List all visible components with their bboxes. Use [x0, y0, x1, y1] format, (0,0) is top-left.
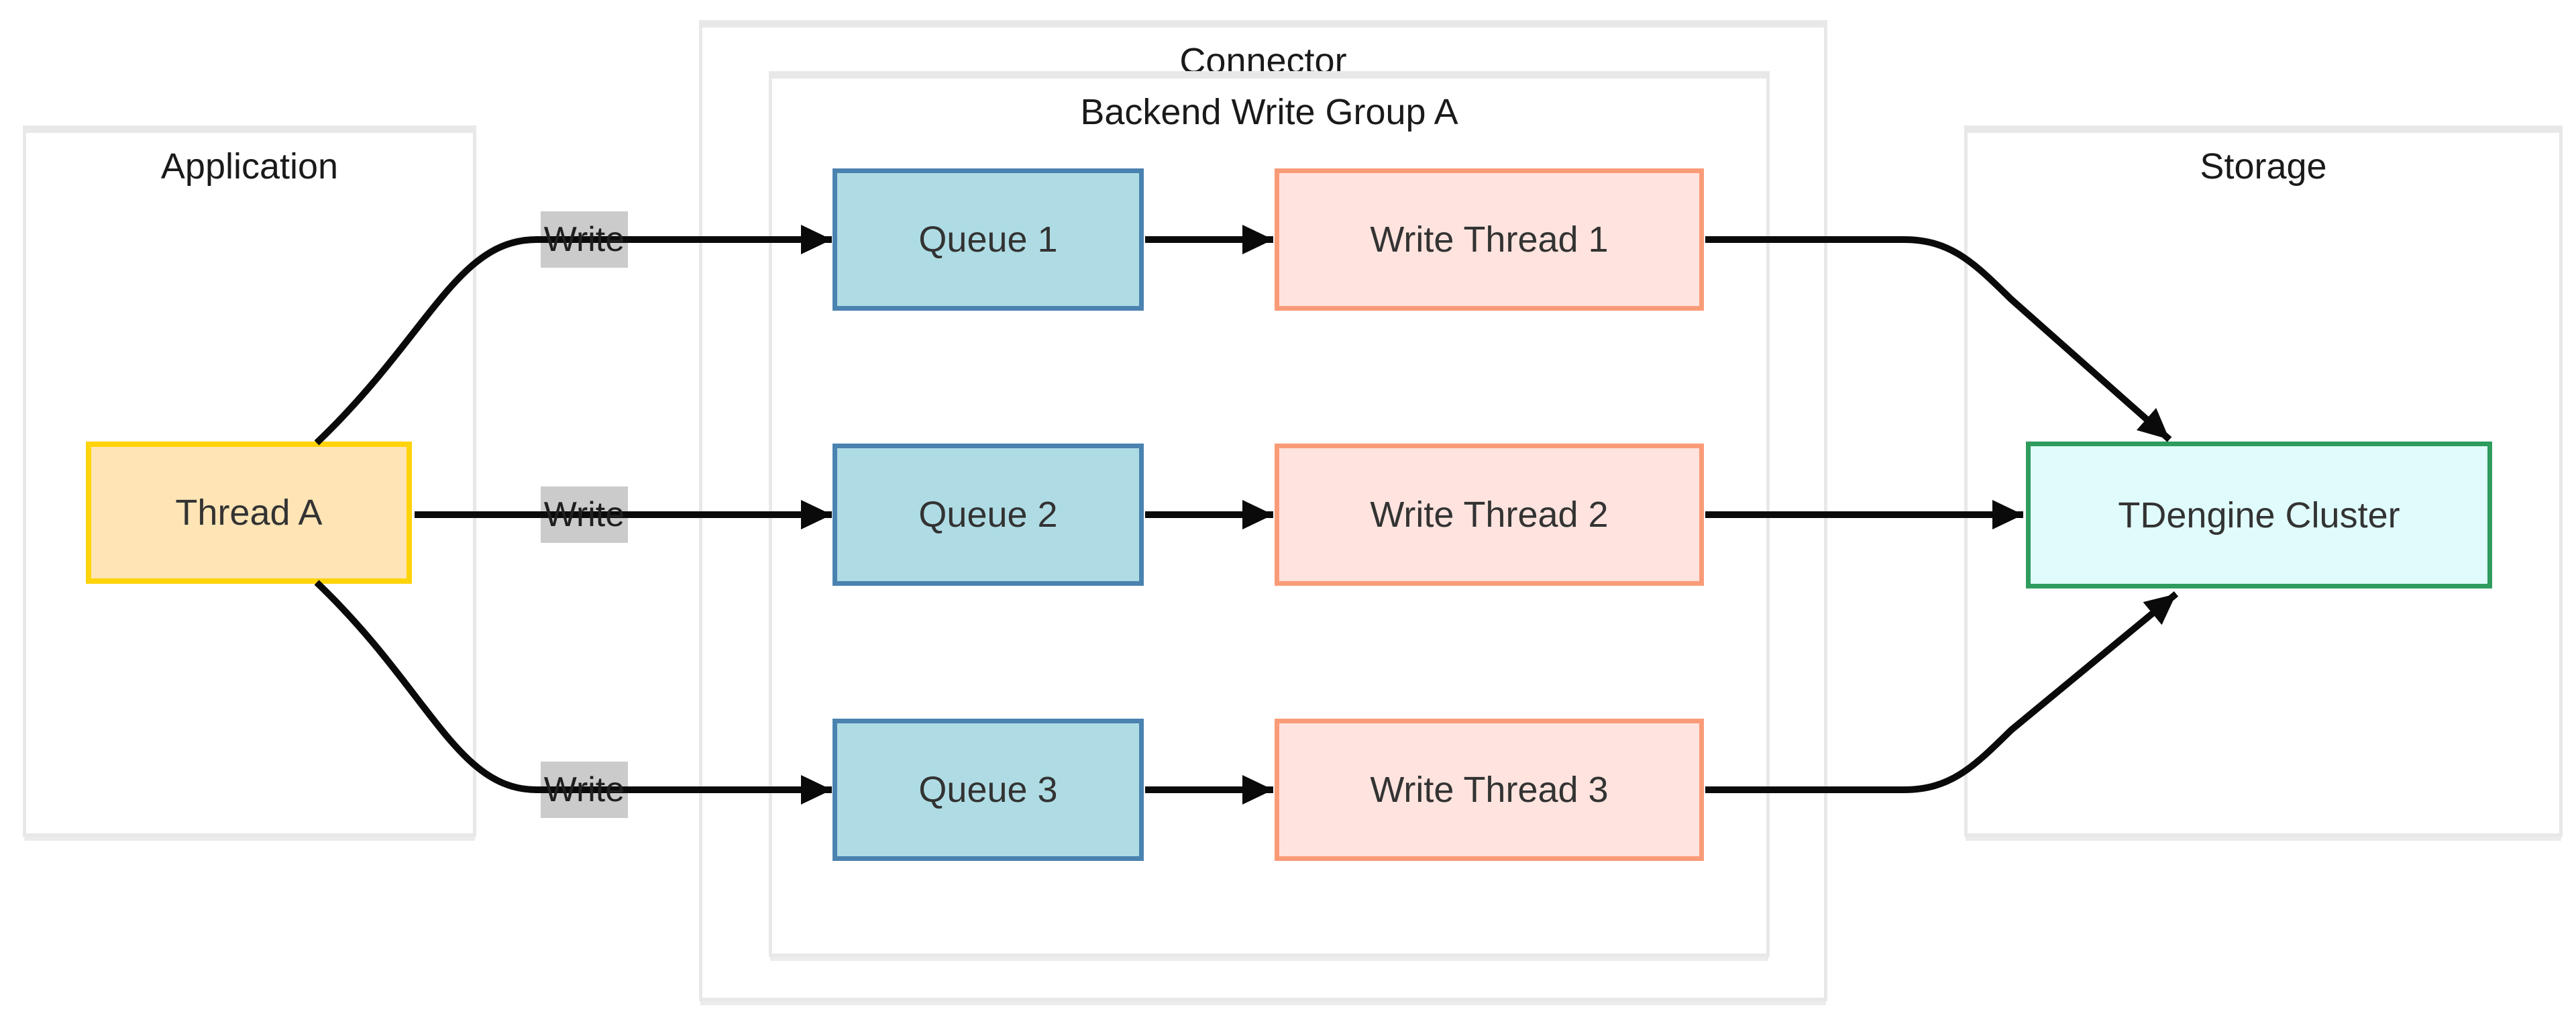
queue-3-label: Queue 3	[918, 770, 1058, 810]
write-label-3: Write	[543, 770, 625, 809]
backend-write-group-title: Backend Write Group A	[1080, 92, 1458, 132]
queue-2-node: Queue 2	[833, 444, 1144, 586]
write-thread-1-label: Write Thread 1	[1370, 219, 1609, 260]
application-title: Application	[160, 146, 339, 187]
write-thread-2-node: Write Thread 2	[1275, 444, 1704, 586]
write-label-1: Write	[543, 220, 625, 259]
storage-title: Storage	[2200, 146, 2327, 187]
thread-a-label: Thread A	[175, 493, 323, 533]
write-thread-1-node: Write Thread 1	[1275, 168, 1704, 311]
write-thread-3-label: Write Thread 3	[1370, 770, 1609, 810]
queue-1-node: Queue 1	[833, 168, 1144, 311]
write-label-2: Write	[543, 495, 625, 534]
queue-1-label: Queue 1	[918, 219, 1058, 260]
queue-2-label: Queue 2	[918, 495, 1058, 535]
tdengine-cluster-node: TDengine Cluster	[2026, 442, 2492, 588]
write-thread-2-label: Write Thread 2	[1370, 495, 1609, 535]
queue-3-node: Queue 3	[833, 719, 1144, 861]
thread-a-node: Thread A	[86, 442, 412, 584]
tdengine-cluster-label: TDengine Cluster	[2118, 495, 2400, 535]
write-thread-3-node: Write Thread 3	[1275, 719, 1704, 861]
